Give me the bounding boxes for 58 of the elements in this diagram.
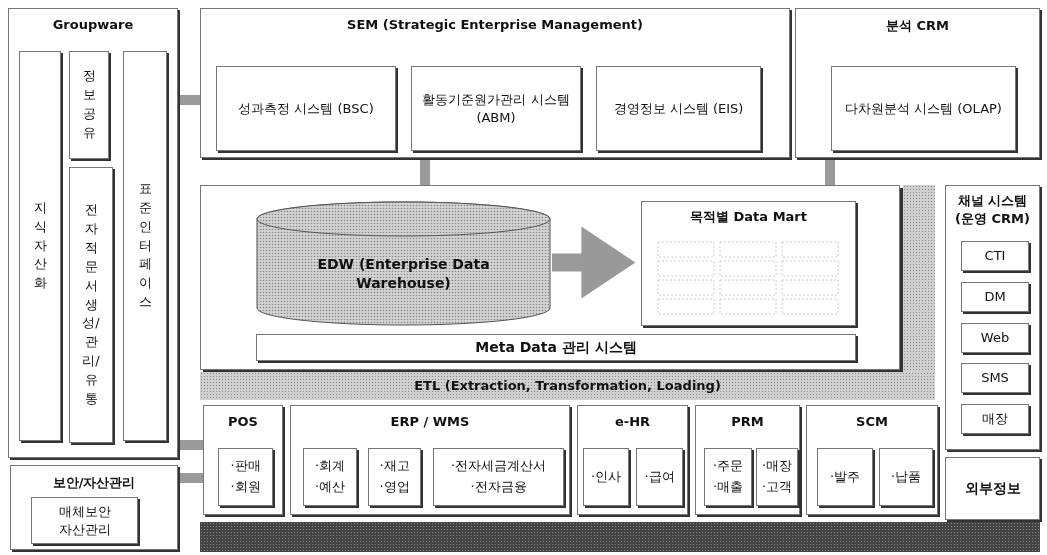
channel-box: DM [961,282,1029,312]
connector-pipe [420,160,430,185]
channel-box: CTI [961,241,1029,271]
module-box: ·인사 [583,448,629,506]
metadata-bar: Meta Data 관리 시스템 [256,334,856,361]
erp-panel [290,405,570,515]
database-cylinder: EDW (Enterprise Data Warehouse) [256,201,551,326]
module-box: ·급여 [636,448,683,506]
group-heading: e-HR [613,414,652,429]
group-heading: 보안/자산관리 [51,474,137,492]
module-box: 정보공유 [69,51,109,159]
system-box: 다차원분석 시스템 (OLAP) [831,66,1016,151]
system-box: 성과측정 시스템 (BSC) [216,66,396,151]
group-heading: POS [227,414,259,429]
group-heading: 분석 CRM [885,17,950,35]
module-box: 매체보안 자산관리 [31,497,138,544]
group-heading: ERP / WMS [389,414,471,429]
module-box: 지식자산화 [19,51,61,441]
module-box: ·판매 ·회원 [218,448,273,506]
channel-panel [945,185,1040,450]
scm-panel [806,405,938,515]
channel-box: 매장 [961,404,1029,434]
module-box: ·주문 ·매출 [704,448,752,506]
block-arrow [552,226,636,299]
system-box: 경영정보 시스템 (EIS) [596,66,761,151]
connector-pipe [825,160,835,185]
connector-pipe [180,473,203,483]
pos-panel [203,405,283,515]
warehouse-panel [200,185,900,370]
group-heading: PRM [730,414,765,429]
module-box: 표준인터페이스 [123,51,167,441]
module-box: ·전자세금계산서 ·전자금융 [433,448,564,506]
etl-band: ETL (Extraction, Transformation, Loading) [200,372,935,400]
group-heading: SCM [855,414,889,429]
connector-pipe [180,95,200,105]
module-box: ·회계 ·예산 [303,448,357,506]
data-mart-box [641,201,856,326]
module-box: ·매장 ·고객 [756,448,798,506]
crm-panel [795,8,1040,158]
external-info-box: 외부정보 [945,457,1040,520]
module-box: ·발주 [817,448,873,506]
prm-panel [695,405,800,515]
hr-panel [577,405,688,515]
integration-band [200,522,1040,552]
channel-box: Web [961,323,1029,353]
group-heading: 채널 시스템 (운영 CRM) [954,192,1031,229]
connector-pipe [180,440,203,450]
module-box: ·재고 ·영업 [368,448,421,506]
groupware-panel [8,8,178,458]
security-panel [10,465,178,550]
module-box: 전자적문서생성/관리/유통 [69,167,113,443]
group-heading: SEM (Strategic Enterprise Management) [346,17,644,32]
group-heading: Groupware [51,17,135,32]
system-box: 활동기준원가관리 시스템 (ABM) [411,66,581,151]
module-box: ·납품 [879,448,933,506]
channel-box: SMS [961,363,1029,393]
sem-panel [200,8,790,158]
box-heading: 목적별 Data Mart [689,208,808,226]
